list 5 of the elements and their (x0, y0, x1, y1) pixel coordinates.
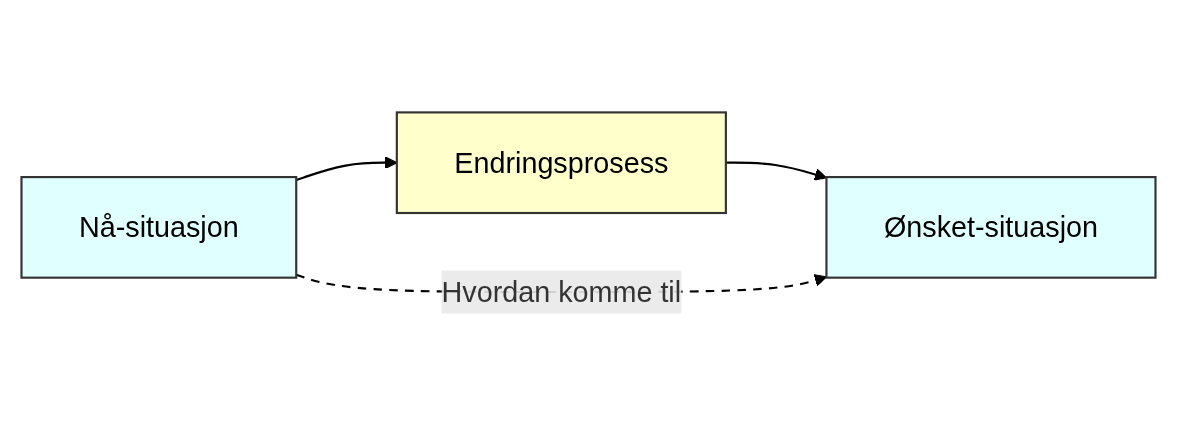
node-box: Endringsprosess (395, 111, 727, 215)
arrow (725, 161, 828, 181)
node-box: Nå-situasjon (20, 176, 298, 279)
node-box: Ønsket-situasjon (825, 176, 1157, 279)
edge-label: Hvordan komme til (441, 276, 682, 308)
